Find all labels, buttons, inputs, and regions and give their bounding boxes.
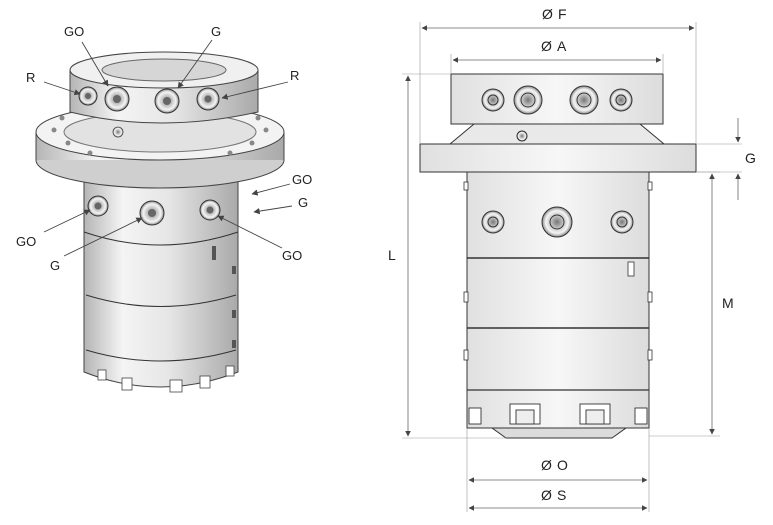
iso-flange-grease-nipple	[112, 126, 124, 138]
iso-label-g-right: G	[298, 195, 308, 210]
dim-label-l: L	[388, 247, 396, 263]
front-chamfer	[448, 123, 666, 145]
isometric-view: GO G R R GO G GO G GO	[16, 24, 312, 393]
iso-band-line-2	[85, 294, 237, 307]
front-side-slots	[463, 181, 653, 361]
dimension-labels: Ø F Ø A G L M Ø O Ø S	[388, 6, 756, 503]
iso-label-go-left-lower: GO	[16, 234, 36, 249]
front-grease-nipple	[516, 130, 528, 142]
iso-label-g-lower: G	[50, 258, 60, 273]
iso-bottom-notches	[97, 365, 235, 393]
dim-diameter-symbol-a: Ø	[541, 38, 552, 54]
iso-flange-bolt-holes	[51, 115, 269, 156]
dim-label-f: F	[558, 6, 567, 22]
dim-label-a: A	[557, 38, 567, 54]
front-view: Ø F Ø A G L M Ø O Ø S	[388, 6, 756, 512]
dim-diameter-symbol-o: Ø	[541, 457, 552, 473]
iso-stator-ports	[87, 195, 221, 226]
iso-label-go-top: GO	[64, 24, 84, 39]
dim-label-s: S	[557, 487, 566, 503]
iso-band-line-3	[85, 349, 237, 362]
dim-label-o: O	[557, 457, 568, 473]
dimension-lines	[402, 22, 742, 512]
iso-rotor-ports	[78, 86, 220, 114]
iso-label-go-right-upper: GO	[292, 172, 312, 187]
iso-lower-body	[83, 159, 239, 388]
front-flange	[419, 143, 697, 173]
iso-side-slots	[212, 246, 236, 348]
front-stator-ports	[481, 206, 634, 238]
iso-leader-arrows	[43, 39, 293, 257]
dim-label-g: G	[745, 150, 756, 166]
front-rotor-ports	[481, 85, 633, 115]
dim-label-m: M	[722, 295, 734, 311]
iso-label-go-right-lower: GO	[282, 248, 302, 263]
iso-label-g-top: G	[211, 24, 221, 39]
dim-diameter-symbol-s: Ø	[541, 487, 552, 503]
iso-label-r-left: R	[26, 70, 35, 85]
iso-rotor-bore	[101, 58, 227, 82]
dim-diameter-symbol-f: Ø	[542, 6, 553, 22]
iso-label-r-right: R	[290, 68, 299, 83]
front-bottom-cap	[490, 427, 628, 439]
front-bottom-lugs	[468, 403, 648, 425]
